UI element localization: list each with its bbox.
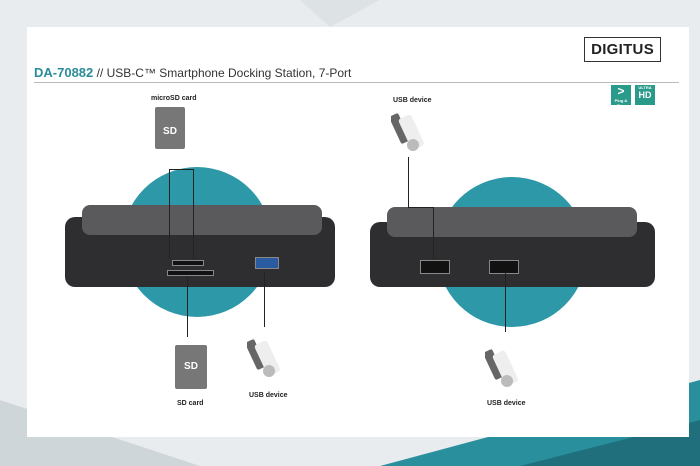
arrow-line: [169, 169, 170, 259]
arrow-line: [408, 157, 409, 207]
product-code: DA-70882: [34, 65, 94, 80]
usb-port: [255, 257, 279, 269]
arrow-line: [505, 272, 506, 332]
usb-port-rear-2: [489, 260, 519, 274]
usb-device-label-top: USB device: [393, 97, 432, 104]
page-title: DA-70882 // USB-C™ Smartphone Docking St…: [34, 65, 351, 80]
arrow-line: [169, 169, 194, 170]
divider: [34, 82, 679, 83]
product-card: DIGITUS DA-70882 // USB-C™ Smartphone Do…: [27, 27, 689, 437]
arrow-line: [433, 207, 434, 259]
microsd-slot: [172, 260, 204, 266]
arrow-line: [408, 207, 434, 208]
digitus-logo: DIGITUS: [584, 37, 661, 62]
usb-device-label-left: USB device: [249, 392, 288, 399]
usb-stick-icon-bottom: [485, 349, 518, 387]
dock-top-right: [387, 207, 637, 237]
sd-card-label: SD card: [177, 400, 204, 407]
usb-stick-icon: [247, 339, 280, 377]
usb-stick-icon-top: [391, 113, 424, 151]
arrow-line: [264, 272, 265, 327]
plug-and-play-badge: >Plug & Play: [611, 85, 631, 108]
arrow-line: [193, 169, 194, 259]
microsd-label: microSD card: [151, 95, 197, 102]
usb-device-label-bottom: USB device: [487, 400, 526, 407]
arrow-line: [187, 277, 188, 337]
dock-top: [82, 205, 322, 235]
usb-port-rear-1: [420, 260, 450, 274]
title-separator: //: [93, 66, 107, 80]
microsd-card-icon: SD: [155, 107, 185, 149]
sd-card-icon: SD: [175, 345, 207, 389]
product-name: USB-C™ Smartphone Docking Station, 7-Por…: [106, 66, 352, 80]
sd-slot: [167, 270, 214, 276]
